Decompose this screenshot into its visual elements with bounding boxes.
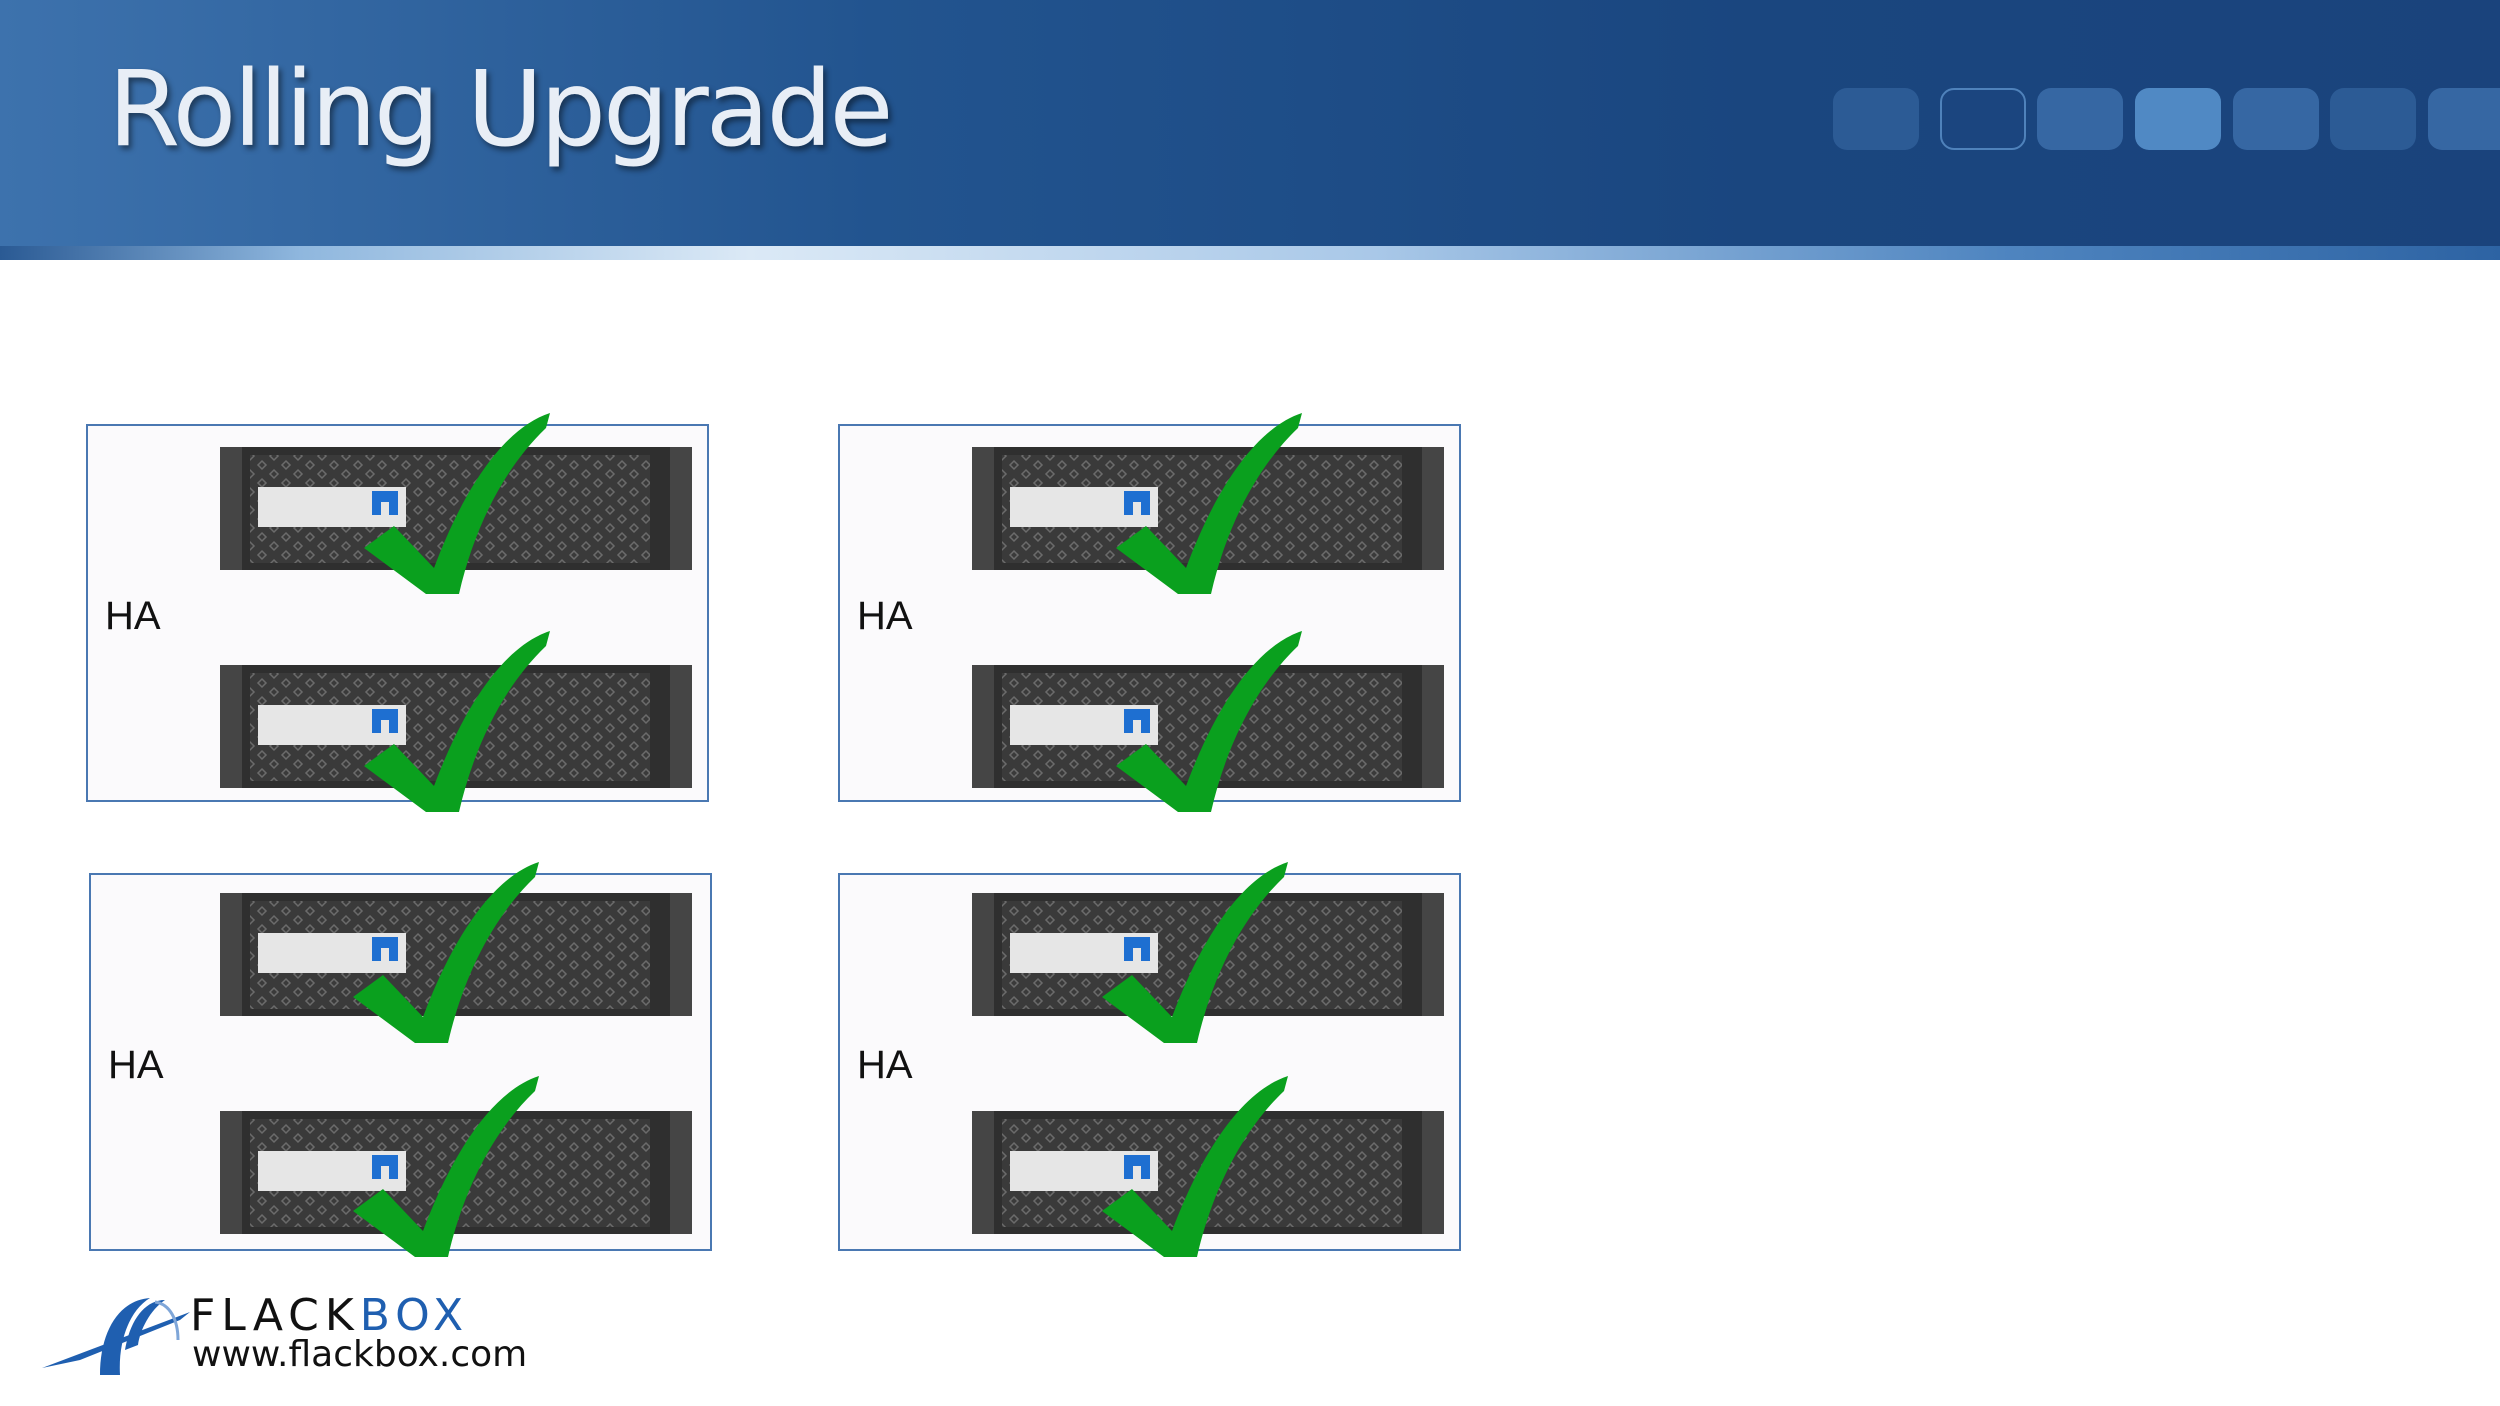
checkmark-icon xyxy=(1102,1071,1288,1257)
progress-square xyxy=(2037,88,2123,150)
brand-name-part2: BOX xyxy=(359,1290,470,1341)
ha-label: HA xyxy=(108,1043,164,1087)
brand-name-part1: FLACK xyxy=(190,1290,360,1341)
checkmark-icon xyxy=(364,408,550,594)
bridge-logo-icon xyxy=(42,1298,190,1375)
ha-label: HA xyxy=(105,594,161,638)
checkmark-icon xyxy=(353,857,539,1043)
progress-square xyxy=(2233,88,2319,150)
checkmark-icon xyxy=(353,1071,539,1257)
checkmark-icon xyxy=(1102,857,1288,1043)
progress-square xyxy=(2330,88,2416,150)
progress-square-active xyxy=(2135,88,2221,150)
ha-pair-4: HA xyxy=(838,873,1461,1251)
ha-pair-1: HA xyxy=(86,424,709,802)
checkmark-icon xyxy=(1116,408,1302,594)
brand-name: FLACKBOX xyxy=(190,1290,469,1341)
checkmark-icon xyxy=(1116,626,1302,812)
progress-square xyxy=(1833,88,1919,150)
flackbox-logo: FLACKBOX www.flackbox.com xyxy=(40,1290,527,1380)
ha-label: HA xyxy=(857,1043,913,1087)
progress-square xyxy=(2428,88,2500,150)
checkmark-icon xyxy=(364,626,550,812)
progress-square-outlined xyxy=(1940,88,2026,150)
brand-url: www.flackbox.com xyxy=(192,1334,528,1375)
ha-pair-2: HA xyxy=(838,424,1461,802)
slide-title: Rolling Upgrade xyxy=(108,48,894,170)
ha-label: HA xyxy=(857,594,913,638)
ha-pair-3: HA xyxy=(89,873,712,1251)
slide-header: Rolling Upgrade xyxy=(0,0,2500,260)
